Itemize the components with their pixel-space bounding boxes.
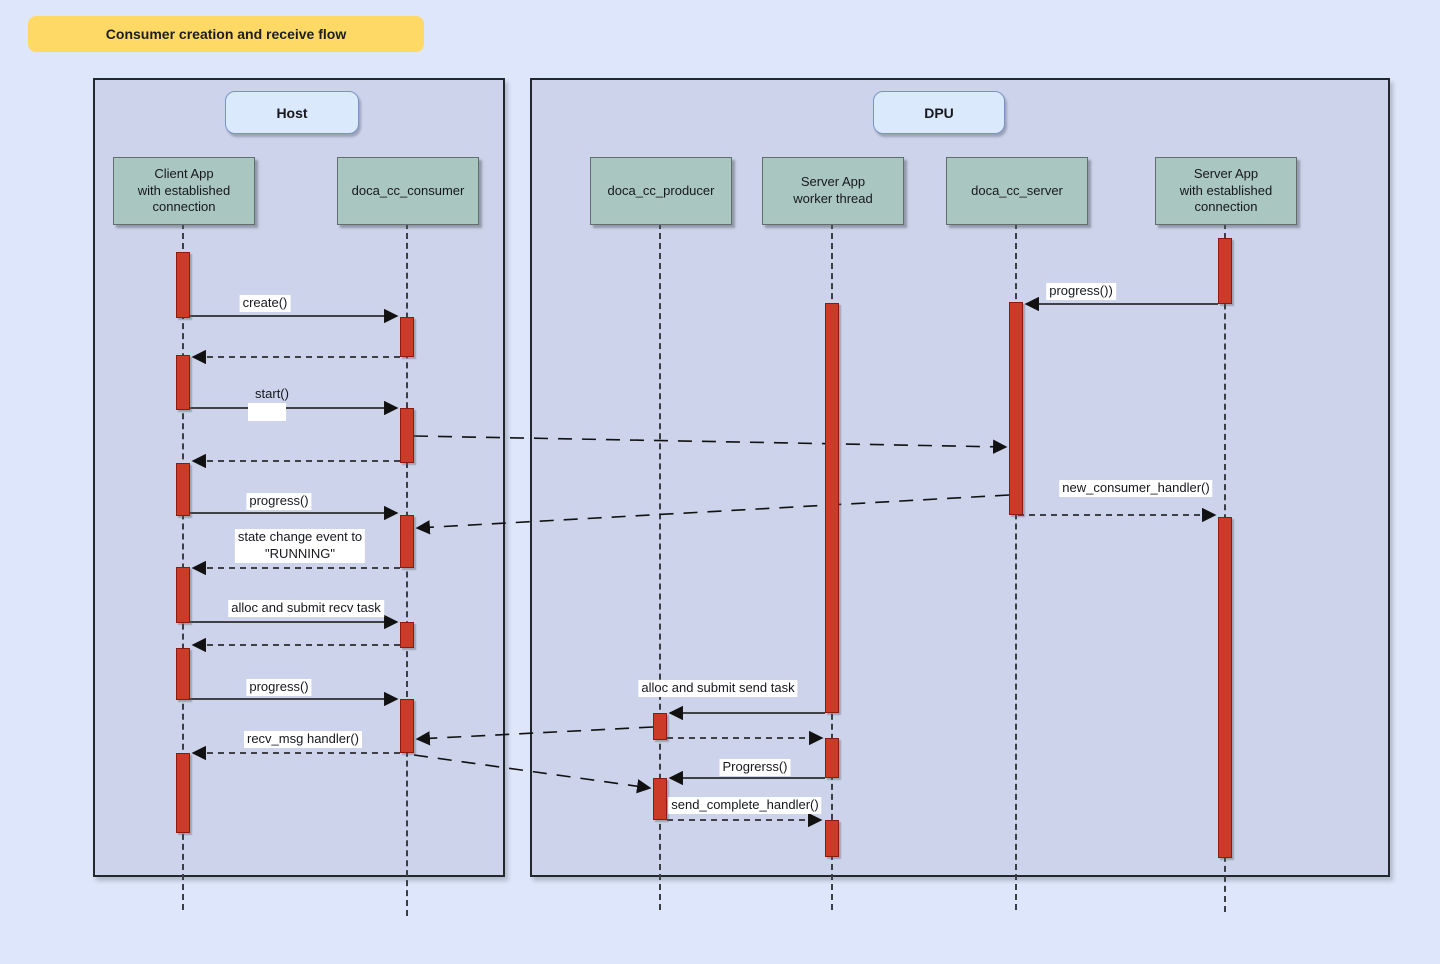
lifeline-consumer	[406, 223, 408, 916]
activation-worker-1	[825, 303, 839, 713]
label-progress-dpu: progress())	[1046, 283, 1116, 300]
lifeline-server	[1015, 223, 1017, 910]
activation-worker-2	[825, 738, 839, 778]
activation-worker-3	[825, 820, 839, 857]
label-create: create()	[239, 295, 291, 312]
arrow-consumer-to-server	[413, 435, 1008, 454]
dpu-group-label: DPU	[873, 91, 1005, 134]
activation-client-5	[176, 648, 190, 700]
activation-server-app-1	[1218, 238, 1232, 304]
label-new-consumer-handler: new_consumer_handler()	[1059, 480, 1213, 497]
activation-server-app-2	[1218, 517, 1232, 858]
activation-client-3	[176, 463, 190, 516]
participant-server-app-connection: Server App with established connection	[1155, 157, 1297, 225]
label-progrerss: Progrerss()	[719, 759, 791, 776]
activation-producer-2	[653, 778, 667, 820]
label-state-change: state change event to "RUNNING"	[234, 529, 366, 563]
diagram-title: Consumer creation and receive flow	[28, 16, 424, 52]
activation-server-1	[1009, 302, 1023, 515]
activation-consumer-2	[400, 408, 414, 463]
arrow-consumer-to-producer	[413, 754, 652, 794]
participant-client-app: Client App with established connection	[113, 157, 255, 225]
activation-consumer-5	[400, 699, 414, 753]
activation-producer-1	[653, 713, 667, 740]
activation-client-1	[176, 252, 190, 318]
label-alloc-send: alloc and submit send task	[638, 680, 798, 697]
arrow-server-to-consumer	[415, 494, 1010, 535]
lifeline-client	[182, 223, 184, 910]
label-start: start()	[255, 386, 289, 401]
activation-consumer-1	[400, 317, 414, 357]
activation-consumer-3	[400, 515, 414, 568]
activation-client-2	[176, 355, 190, 410]
label-alloc-recv: alloc and submit recv task	[228, 600, 384, 617]
activation-client-6	[176, 753, 190, 833]
host-group-label: Host	[225, 91, 359, 134]
label-progress-1: progress()	[246, 493, 312, 510]
label-progress-2: progress()	[246, 679, 312, 696]
label-send-complete-handler: send_complete_handler()	[668, 797, 822, 814]
participant-doca-cc-consumer: doca_cc_consumer	[337, 157, 479, 225]
blank-label-box	[248, 403, 286, 421]
participant-doca-cc-producer: doca_cc_producer	[590, 157, 732, 225]
lifeline-producer	[659, 223, 661, 910]
activation-consumer-4	[400, 622, 414, 648]
label-recv-msg-handler: recv_msg handler()	[244, 731, 362, 748]
participant-doca-cc-server: doca_cc_server	[946, 157, 1088, 225]
activation-client-4	[176, 567, 190, 623]
participant-server-app-worker-thread: Server App worker thread	[762, 157, 904, 225]
arrow-producer-to-consumer	[415, 726, 654, 746]
